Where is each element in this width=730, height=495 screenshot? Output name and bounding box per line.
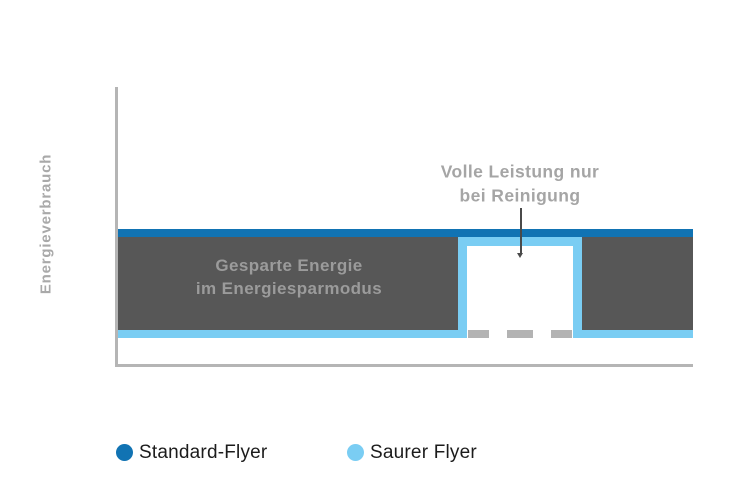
saved-energy-label-line2: im Energiesparmodus [195, 279, 383, 298]
saurer-flyer-dot-icon [347, 444, 364, 461]
saved-energy-band-right [582, 237, 693, 330]
saurer-flyer-baseline-left [117, 330, 458, 338]
annotation-arrow-head-icon [517, 253, 524, 258]
saved-energy-label-line1: Gesparte Energie [215, 256, 363, 276]
legend-item-saurer-flyer: Saurer Flyer [347, 441, 477, 463]
dashed-baseline-segment [468, 330, 489, 338]
y-axis-label: Energieverbrauch [37, 153, 55, 295]
saurer-flyer-baseline-right [582, 330, 693, 338]
dashed-baseline-segment [551, 330, 572, 338]
saurer-flyer-pulse-top-edge [458, 237, 582, 246]
x-axis-line [115, 364, 693, 367]
full-power-annotation: Volle Leistung nur bei Reinigung [441, 160, 600, 207]
y-axis-line [115, 87, 118, 366]
legend-label-standard-flyer: Standard-Flyer [139, 441, 268, 463]
saurer-flyer-pulse-right-edge [573, 237, 582, 338]
standard-flyer-line [117, 229, 693, 237]
dashed-baseline-segment [507, 330, 533, 338]
standard-flyer-dot-icon [116, 444, 133, 461]
annotation-arrow-line [520, 208, 522, 253]
saurer-flyer-pulse-left-edge [458, 237, 467, 338]
full-power-annotation-line2: bei Reinigung [459, 185, 581, 205]
legend-item-standard-flyer: Standard-Flyer [116, 441, 268, 463]
saved-energy-label: Gesparte Energie im Energiesparmodus [196, 255, 382, 301]
full-power-annotation-line1: Volle Leistung nur [440, 161, 600, 182]
legend-label-saurer-flyer: Saurer Flyer [370, 441, 477, 463]
saved-energy-band-left [117, 237, 458, 330]
